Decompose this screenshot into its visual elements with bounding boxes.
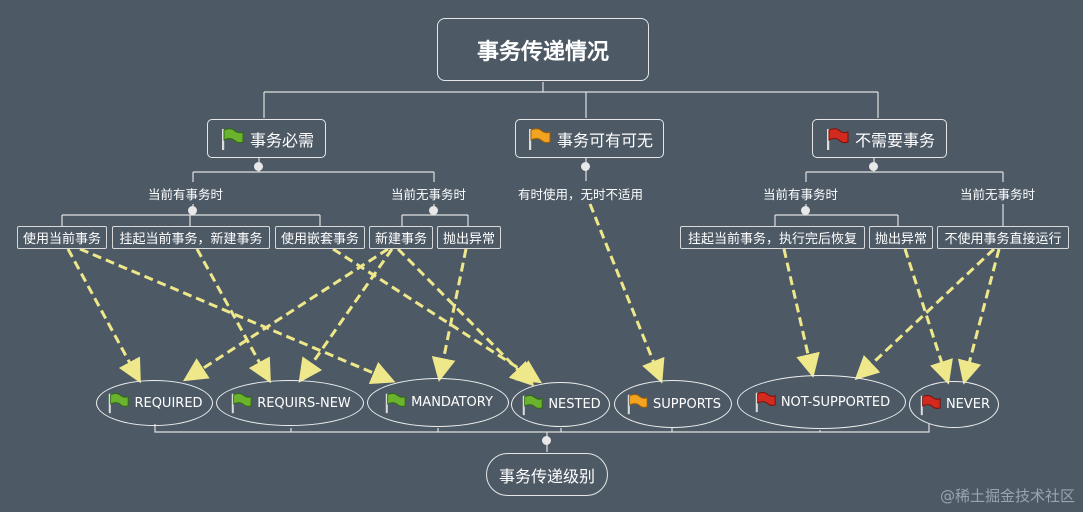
orange-flag-icon bbox=[627, 394, 648, 415]
dashed-arrow bbox=[431, 248, 468, 382]
category-optional: 事务可有可无 bbox=[515, 119, 664, 158]
dashed-arrow bbox=[66, 248, 141, 384]
collapse-toggle[interactable] bbox=[188, 206, 197, 215]
green-flag-icon bbox=[231, 393, 252, 414]
red-flag-icon bbox=[826, 127, 849, 150]
category-required: 事务必需 bbox=[207, 119, 326, 158]
dashed-arrow bbox=[957, 248, 1001, 385]
collapse-toggle[interactable] bbox=[869, 162, 878, 171]
collapse-toggle[interactable] bbox=[801, 206, 810, 215]
root-node: 事务传递情况 bbox=[437, 18, 649, 81]
red-flag-icon bbox=[920, 394, 941, 415]
dashed-arrow bbox=[396, 247, 535, 387]
dashed-arrow bbox=[298, 248, 394, 383]
action-throw-exception: 抛出异常 bbox=[437, 226, 501, 249]
level-supports: SUPPORTS bbox=[614, 380, 732, 428]
dashed-arrow bbox=[182, 247, 389, 382]
collapse-toggle[interactable] bbox=[581, 162, 590, 171]
subgroup-no-transaction: 当前无事务时 bbox=[391, 187, 467, 202]
arrow-layer bbox=[66, 203, 1001, 387]
bottom-node: 事务传递级别 bbox=[486, 453, 608, 496]
green-flag-icon bbox=[385, 392, 406, 413]
level-mandatory: MANDATORY bbox=[367, 378, 509, 427]
category-label: 事务可有可无 bbox=[556, 130, 653, 150]
collapse-toggle[interactable] bbox=[429, 206, 438, 215]
action-nested: 使用嵌套事务 bbox=[275, 226, 365, 249]
dashed-arrow bbox=[195, 248, 271, 384]
dashed-arrow bbox=[782, 248, 820, 378]
action-suspend-exec: 挂起当前事务，执行完后恢复 bbox=[680, 226, 865, 249]
category-not-required: 不需要事务 bbox=[812, 119, 947, 158]
level-not-supported: NOT-SUPPORTED bbox=[737, 375, 906, 429]
watermark: @稀土掘金技术社区 bbox=[939, 487, 1075, 505]
action-use-current: 使用当前事务 bbox=[17, 226, 107, 249]
action-suspend-new: 挂起当前事务，新建事务 bbox=[112, 226, 270, 249]
category-label: 事务必需 bbox=[249, 130, 314, 150]
level-required: REQUIRED bbox=[96, 380, 213, 426]
green-flag-icon bbox=[523, 394, 543, 415]
root-title: 事务传递情况 bbox=[476, 39, 609, 65]
action-new-transaction: 新建事务 bbox=[369, 226, 433, 249]
subgroup-optional: 有时使用，无时不适用 bbox=[518, 187, 644, 202]
green-flag-icon bbox=[221, 127, 244, 150]
level-never: NEVER bbox=[909, 381, 999, 428]
level-nested: NESTED bbox=[511, 382, 610, 427]
dashed-arrow bbox=[903, 248, 953, 385]
subgroup-no-transaction: 当前无事务时 bbox=[960, 187, 1036, 202]
subgroup-has-transaction: 当前有事务时 bbox=[148, 187, 224, 202]
category-label: 不需要事务 bbox=[854, 130, 935, 150]
action-no-transaction: 不使用事务直接运行 bbox=[937, 226, 1069, 249]
collapse-toggle[interactable] bbox=[542, 436, 551, 445]
subgroup-has-transaction: 当前有事务时 bbox=[763, 187, 839, 202]
dashed-arrow bbox=[854, 247, 996, 381]
collapse-toggle[interactable] bbox=[254, 162, 263, 171]
green-flag-icon bbox=[109, 393, 130, 414]
dashed-arrow bbox=[79, 247, 396, 385]
dashed-arrow bbox=[332, 247, 543, 384]
level-requires-new: REQUIRS-NEW bbox=[216, 380, 364, 426]
dashed-arrow bbox=[588, 203, 665, 384]
orange-flag-icon bbox=[528, 127, 551, 150]
red-flag-icon bbox=[755, 392, 776, 413]
action-throw-exception: 抛出异常 bbox=[869, 226, 933, 249]
